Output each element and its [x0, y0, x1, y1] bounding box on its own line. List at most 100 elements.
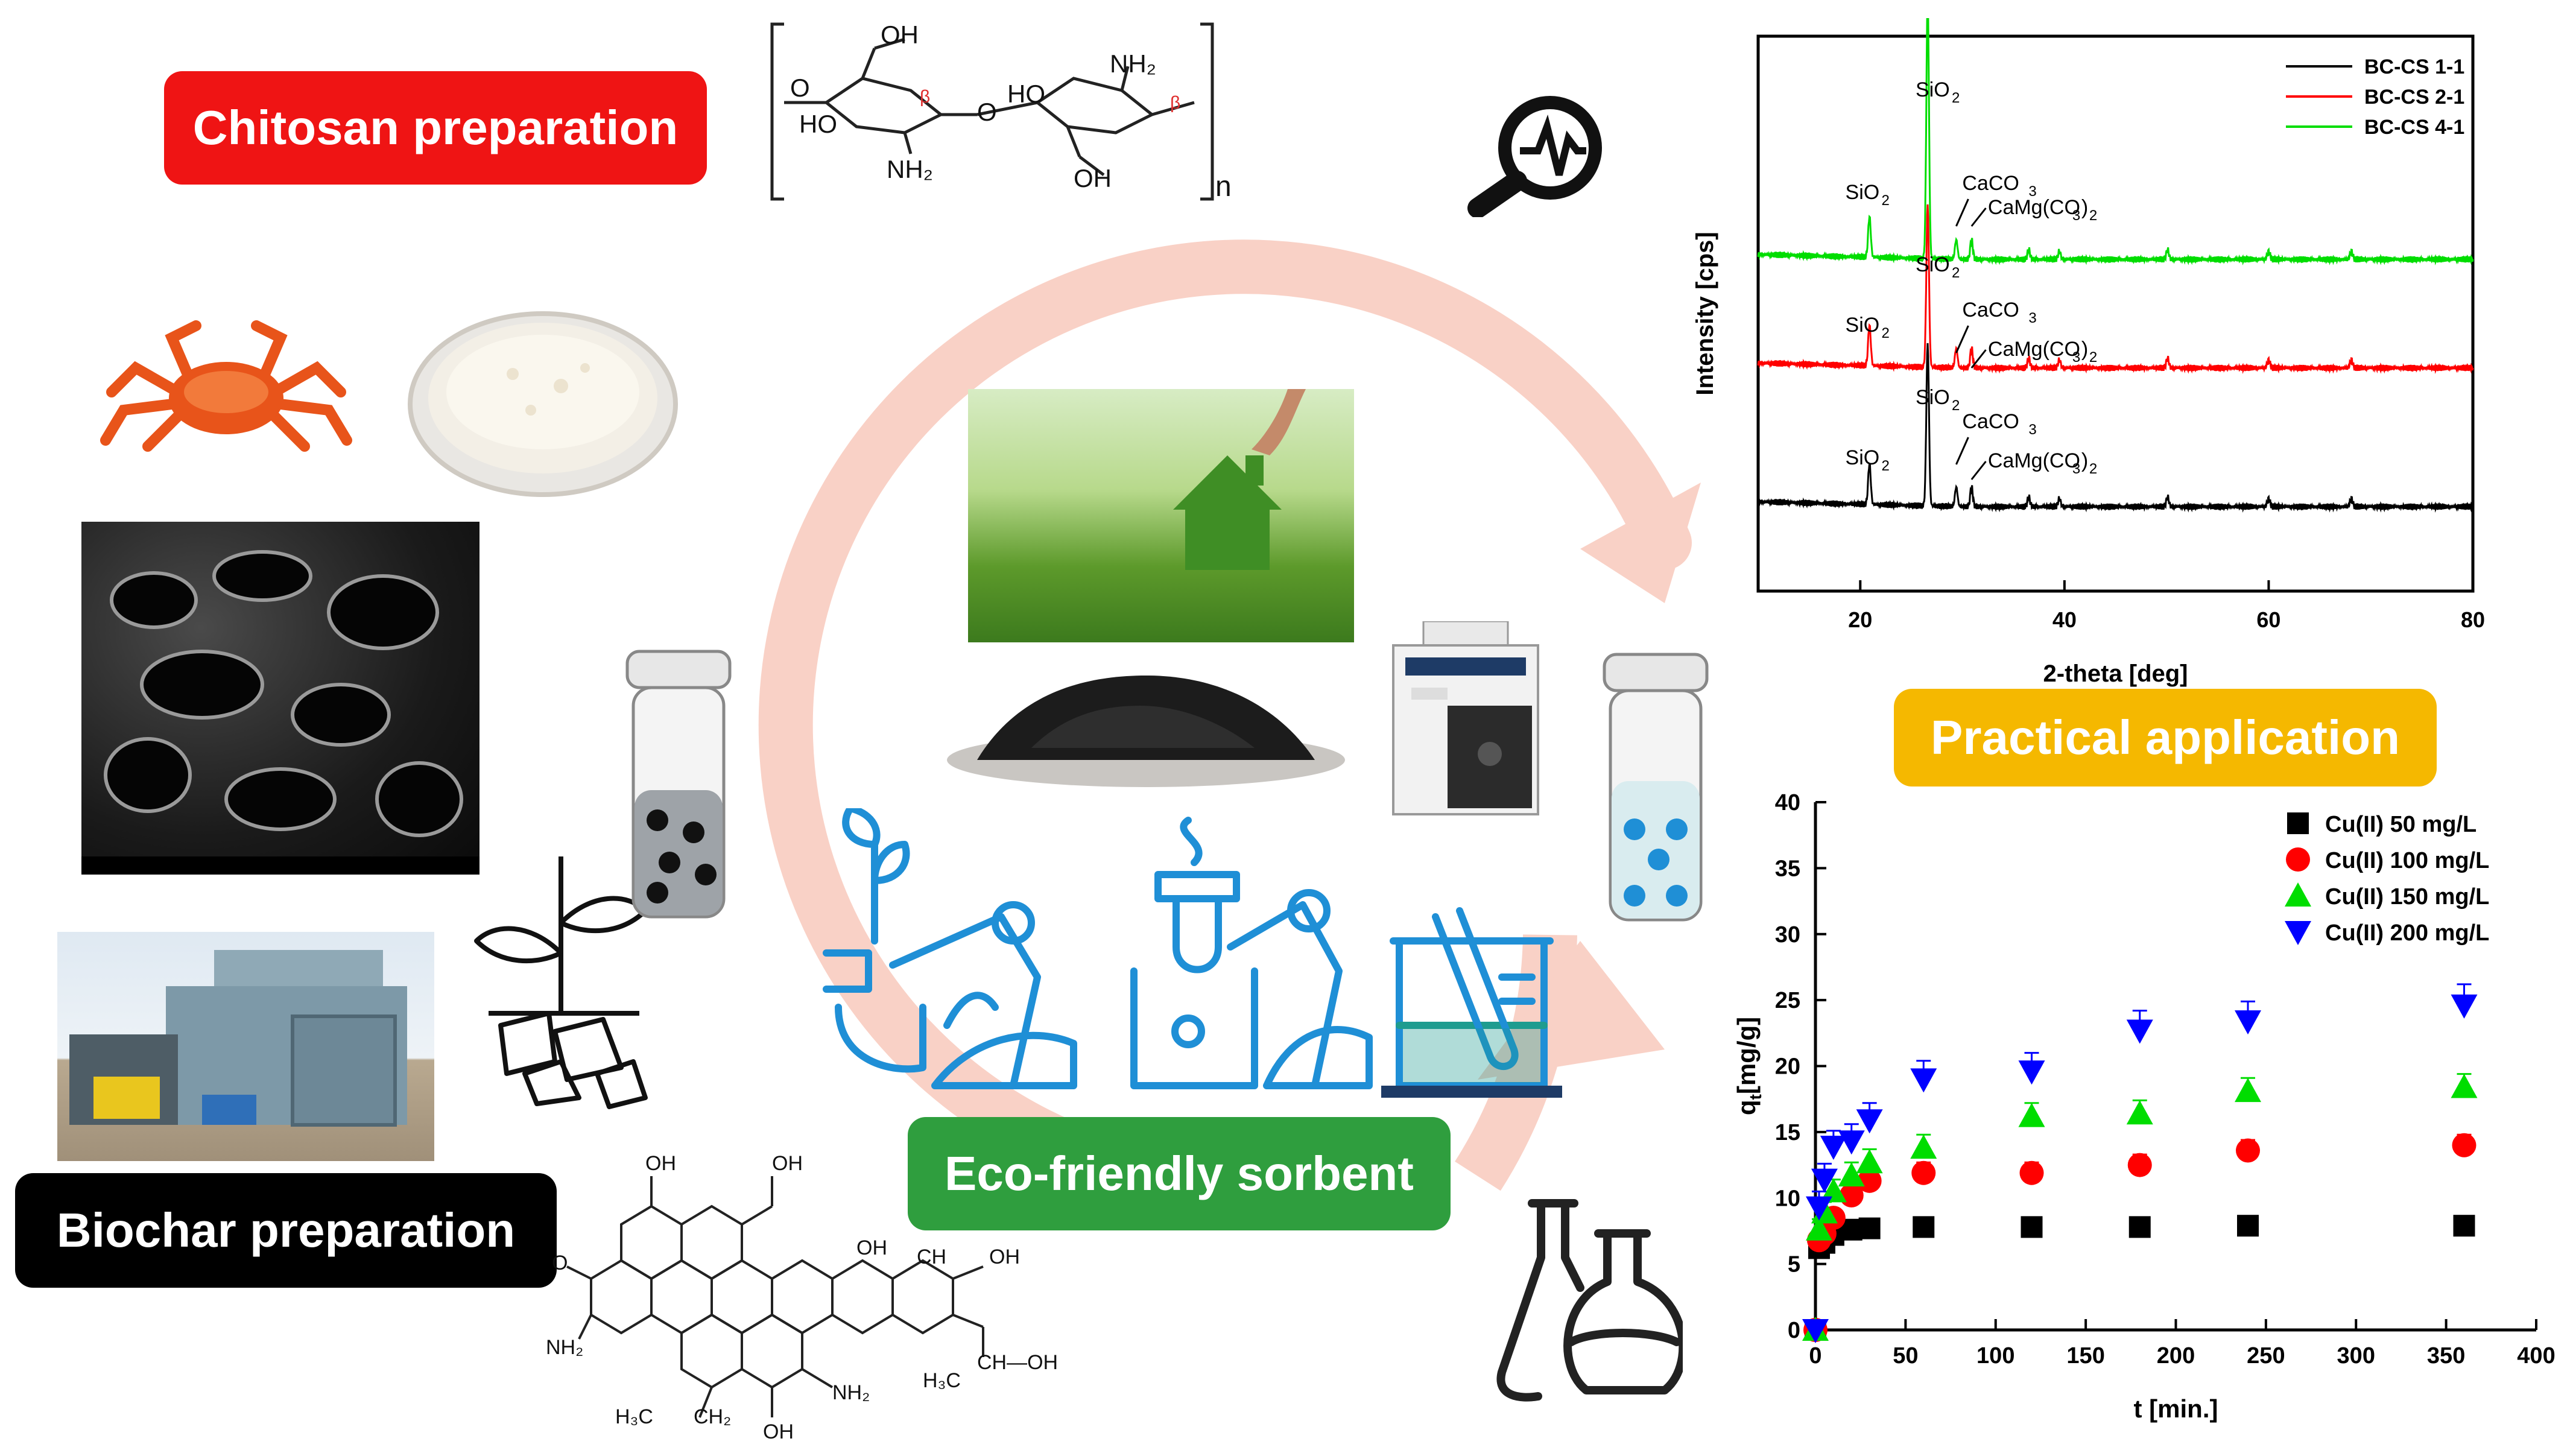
xrd-anno-sub: 2: [2089, 349, 2097, 366]
ch-text: CH: [917, 1246, 946, 1268]
green-house-photo: [968, 389, 1354, 642]
kin-data-point: [2236, 1138, 2260, 1163]
kin-x-tick-label: 400: [2517, 1343, 2555, 1369]
practical-application-label: Practical application: [1894, 689, 2437, 787]
kin-data-point: [2021, 1216, 2043, 1238]
kin-x-tick-label: 0: [1809, 1343, 1821, 1369]
kin-y-tick-label: 40: [1775, 790, 1800, 815]
vial-dark-particles-icon: [625, 650, 732, 919]
kin-series-group: [1802, 1073, 2478, 1341]
robot-arm-flask-icon: [1130, 817, 1373, 1089]
kin-data-point: [1910, 1135, 1937, 1159]
kin-data-point: [2018, 1060, 2045, 1085]
xrd-anno-camg: CaMg(CO: [1988, 196, 2080, 219]
xrd-anno-sub: 2: [1952, 397, 1960, 414]
kin-y-tick-label: 10: [1775, 1186, 1800, 1211]
oh5-text: OH: [763, 1420, 794, 1443]
kin-data-point: [1802, 1319, 1829, 1343]
h3c-2-text: H₃C: [615, 1405, 653, 1428]
xrd-x-tick-label: 60: [2256, 607, 2280, 632]
kin-data-point: [1805, 1216, 1832, 1241]
xrd-series-line: [1757, 343, 2474, 513]
kin-legend-marker: [2285, 921, 2311, 945]
xrd-anno-sub: 3: [2028, 183, 2036, 200]
xrd-x-tick-label: 20: [1848, 607, 1872, 632]
xrd-anno-arrow: [1955, 437, 1969, 465]
biochar-preparation-label: Biochar preparation: [15, 1173, 557, 1288]
xrd-anno-sub: 3: [2072, 461, 2080, 477]
kin-data-point: [2452, 1133, 2476, 1157]
xrd-anno-arrow: [1955, 325, 1969, 353]
beta2-text: β: [1170, 93, 1180, 113]
xrd-anno-sio2-main: SiO: [1916, 386, 1950, 409]
kin-x-tick-label: 150: [2066, 1343, 2104, 1369]
nh2-left-text: NH₂: [546, 1336, 583, 1359]
xrd-legend-label: BC-CS 4-1: [2364, 116, 2464, 139]
nh2-top-text: NH₂: [1110, 49, 1156, 78]
oh4-text: OH: [989, 1246, 1020, 1268]
kin-legend-marker: [2285, 882, 2311, 907]
kin-legend-label: Cu(II) 100 mg/L: [2325, 848, 2489, 873]
kin-data-point: [1858, 1217, 1881, 1239]
biochar-plant-photo: [57, 932, 434, 1161]
xrd-anno-sub: 2: [1882, 458, 1890, 474]
chitosan-structure: OH O HO β NH₂ O HO NH₂ β OH n: [770, 21, 1232, 203]
kin-data-point: [1838, 1130, 1865, 1155]
xrd-anno-close: ): [2081, 338, 2088, 361]
kin-data-point: [1811, 1168, 1838, 1193]
plant-root-icon: [474, 856, 648, 1109]
xrd-anno-caco3: CaCO: [1962, 172, 2019, 195]
kin-data-point: [1910, 1068, 1937, 1093]
nh2-bottom-text: NH₂: [887, 155, 933, 183]
kin-data-point: [2019, 1160, 2044, 1185]
h3c-1-text: H₃C: [923, 1369, 961, 1392]
xrd-anno-sub: 3: [2028, 422, 2036, 438]
xrd-anno-sio2-minor: SiO: [1846, 314, 1880, 337]
kin-data-point: [1856, 1149, 1883, 1174]
oh1-text: OH: [645, 1152, 676, 1175]
kin-data-point: [2237, 1215, 2259, 1237]
xrd-anno-caco3: CaCO: [1962, 299, 2019, 321]
oh-top-text: OH: [881, 21, 919, 49]
xrd-anno-caco3: CaCO: [1962, 410, 2019, 433]
kin-data-point: [2235, 1010, 2261, 1035]
xrd-anno-camg: CaMg(CO: [1988, 338, 2080, 361]
biochar-structure: OH OH O NH₂ CH OH CH—OH H₃C NH₂ H₃C CH₂ …: [546, 1152, 1058, 1443]
ho-left-text: HO: [799, 110, 837, 138]
sem-image: [81, 522, 479, 875]
xrd-anno-sub: 2: [1882, 192, 1890, 209]
kin-data-point: [2453, 1215, 2475, 1237]
xrd-anno-close: ): [2081, 196, 2088, 219]
xrd-anno-arrow: [1970, 461, 1987, 480]
kin-legend-label: Cu(II) 50 mg/L: [2325, 812, 2476, 837]
nh2-right-text: NH₂: [832, 1381, 870, 1404]
flasks-icon: [1496, 1199, 1683, 1402]
xrd-x-tick-label: 80: [2461, 607, 2485, 632]
kin-x-tick-label: 50: [1893, 1343, 1918, 1369]
xrd-anno-sub: 2: [1952, 90, 1960, 106]
xrd-x-axis-label: 2-theta [deg]: [2043, 660, 2188, 687]
xrd-anno-camg: CaMg(CO: [1988, 449, 2080, 472]
kin-data-point: [2126, 1019, 2153, 1044]
o-ketone-text: O: [552, 1252, 568, 1274]
spectrometer-icon: [1392, 621, 1539, 815]
kin-data-point: [2127, 1153, 2152, 1177]
xrd-anno-sub: 2: [1882, 325, 1890, 341]
kin-x-tick-label: 200: [2157, 1343, 2195, 1369]
kin-series-group: [1802, 983, 2478, 1343]
kin-y-tick-label: 20: [1775, 1054, 1800, 1080]
kin-data-point: [2128, 1216, 2151, 1238]
kin-data-point: [1856, 1109, 1883, 1134]
kin-y-tick-label: 30: [1775, 922, 1800, 948]
kin-legend-marker: [2286, 847, 2310, 872]
kin-y-tick-label: 25: [1775, 988, 1800, 1013]
kin-y-tick-label: 35: [1775, 856, 1800, 881]
kin-x-tick-label: 300: [2337, 1343, 2375, 1369]
xrd-anno-close: ): [2081, 449, 2088, 472]
o-left-text: O: [790, 74, 810, 102]
